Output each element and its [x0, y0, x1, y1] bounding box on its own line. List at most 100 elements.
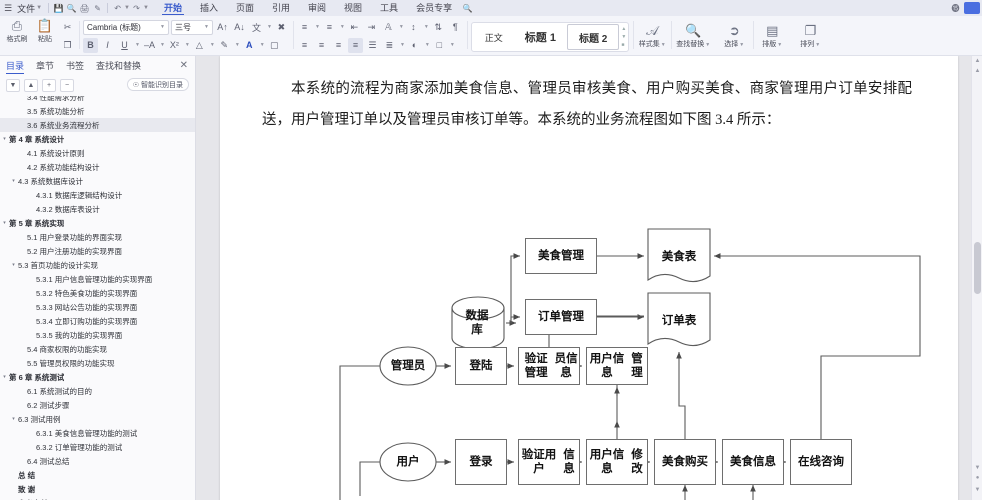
chevron-down-icon[interactable]: ▼: [399, 42, 405, 48]
minimize-icon[interactable]: ⓯: [951, 3, 960, 13]
toc-item[interactable]: 参考文献: [0, 496, 195, 500]
font-family-select[interactable]: Cambria (标题) ▼: [83, 19, 169, 35]
strikethrough-icon[interactable]: –A: [143, 40, 155, 50]
chevron-down-icon[interactable]: ▼: [184, 42, 190, 48]
show-formatting-marks-icon[interactable]: ¶: [452, 22, 458, 32]
toc-item[interactable]: 5.5 管理员权限的功能实现: [0, 356, 195, 370]
toc-item[interactable]: 5.3.4 立即订购功能的实现界面: [0, 314, 195, 328]
chevron-down-icon[interactable]: ▾: [3, 374, 6, 380]
flowchart-node[interactable]: 美食管理: [525, 238, 597, 274]
character-shading-icon[interactable]: ▢: [269, 39, 279, 50]
tab-start[interactable]: 开始: [155, 0, 191, 16]
clear-format-icon[interactable]: ✖: [277, 21, 286, 32]
chevron-down-icon[interactable]: ▾: [3, 220, 6, 226]
toc-item[interactable]: 3.4 性能需求分析: [0, 96, 195, 104]
numbered-list-icon[interactable]: ≡: [326, 22, 333, 32]
sidebar-tab-bookmarks[interactable]: 书签: [66, 61, 85, 71]
toc-item[interactable]: 5.3.5 我的功能的实现界面: [0, 328, 195, 342]
collapse-next-button[interactable]: ▼: [6, 78, 20, 92]
toc-item[interactable]: 致 谢: [0, 482, 195, 496]
cut-icon[interactable]: ✂: [63, 22, 72, 32]
paste-button[interactable]: 📋 粘贴: [32, 19, 58, 44]
toc-item[interactable]: 5.3.3 网站公告功能的实现界面: [0, 300, 195, 314]
arrange-button[interactable]: ❐ 排列▼: [800, 22, 821, 48]
distribute-icon[interactable]: ☰: [368, 39, 377, 50]
previous-page-icon[interactable]: ▲: [974, 58, 981, 64]
toc-item[interactable]: 6.3.2 订单管理功能的测试: [0, 440, 195, 454]
toc-item[interactable]: 5.1 用户登录功能的界面实现: [0, 230, 195, 244]
select-button[interactable]: ➲ 选择▼: [724, 22, 745, 48]
undo-icon[interactable]: ↶: [114, 3, 121, 13]
chevron-down-icon[interactable]: ▼: [449, 42, 455, 48]
typeset-button[interactable]: ▤ 排版▼: [762, 22, 783, 48]
bulleted-list-icon[interactable]: ≡: [301, 22, 308, 32]
toc-item[interactable]: ▾第 5 章 系统实现: [0, 216, 195, 230]
flowchart-node[interactable]: 用户信息管理: [586, 347, 648, 385]
scrollbar-thumb[interactable]: [974, 242, 981, 294]
superscript-icon[interactable]: X²: [169, 40, 179, 50]
redo-icon[interactable]: ↷: [133, 3, 140, 13]
chevron-down-icon[interactable]: ▾: [12, 178, 15, 184]
print-preview-icon[interactable]: 🔍: [66, 3, 77, 13]
flowchart-node[interactable]: 订单管理: [525, 299, 597, 335]
font-size-select[interactable]: 三号 ▼: [171, 19, 213, 35]
shading-icon[interactable]: ◐: [411, 40, 418, 50]
flowchart-node[interactable]: 登录: [455, 439, 507, 485]
chevron-down-icon[interactable]: ▼: [209, 42, 215, 48]
expand-level-button[interactable]: +: [42, 78, 56, 92]
toc-item[interactable]: 4.2 系统功能结构设计: [0, 160, 195, 174]
justify-icon[interactable]: ≡: [347, 37, 363, 53]
next-page-icon[interactable]: ▼: [974, 487, 981, 493]
tab-view[interactable]: 视图: [344, 3, 363, 13]
toc-item[interactable]: ▾6.3 测试用例: [0, 412, 195, 426]
style-heading-1[interactable]: 标题 1: [524, 32, 556, 44]
align-center-icon[interactable]: ≡: [318, 40, 325, 50]
scroll-up-icon[interactable]: ▲: [974, 68, 981, 74]
toc-item[interactable]: 5.2 用户注册功能的实现界面: [0, 244, 195, 258]
align-left-icon[interactable]: ≡: [301, 40, 308, 50]
tab-insert[interactable]: 插入: [199, 3, 218, 13]
chevron-down-icon[interactable]: ▼: [159, 42, 165, 48]
tab-reference[interactable]: 引用: [272, 3, 291, 13]
toc-item[interactable]: 6.1 系统测试的目的: [0, 384, 195, 398]
flowchart-node[interactable]: 验证管理员信息: [518, 347, 580, 385]
asian-layout-icon[interactable]: 𝔸: [385, 21, 392, 32]
sort-icon[interactable]: ⇅: [434, 21, 443, 32]
find-replace-button[interactable]: 🔍 查找替换▼: [676, 22, 711, 48]
tab-review[interactable]: 审阅: [308, 3, 327, 13]
undo-dropdown-icon[interactable]: ▼: [124, 5, 130, 11]
close-icon[interactable]: ✕: [179, 60, 188, 71]
shrink-font-icon[interactable]: A↓: [234, 22, 245, 32]
flowchart-node[interactable]: 登陆: [455, 347, 507, 385]
chevron-down-icon[interactable]: ▼: [314, 24, 320, 30]
toc-item[interactable]: 3.6 系统业务流程分析: [0, 118, 195, 132]
toc-item[interactable]: 5.3.1 用户信息管理功能的实现界面: [0, 272, 195, 286]
flowchart-node[interactable]: 验证用户信息: [518, 439, 580, 485]
toc-item[interactable]: 6.2 测试步骤: [0, 398, 195, 412]
share-button[interactable]: [964, 2, 980, 14]
smart-recognize-toc-button[interactable]: ☉ 智能识别目录: [126, 78, 189, 91]
toc-item[interactable]: 4.1 系统设计原则: [0, 146, 195, 160]
print-icon[interactable]: 🖨: [79, 3, 90, 13]
toc-item[interactable]: 5.4 商家权限的功能实现: [0, 342, 195, 356]
toc-item[interactable]: ▾4.3 系统数据库设计: [0, 174, 195, 188]
format-painter-icon[interactable]: ✎: [94, 3, 101, 13]
chevron-down-icon[interactable]: ▼: [423, 24, 429, 30]
search-icon[interactable]: 🔍: [462, 3, 473, 13]
borders-icon[interactable]: □: [436, 40, 443, 50]
copy-icon[interactable]: ❐: [63, 40, 72, 50]
toc-item[interactable]: 6.3.1 美食信息管理功能的测试: [0, 426, 195, 440]
style-set-button[interactable]: 𝒜 样式集▼: [638, 22, 666, 48]
flowchart-node[interactable]: 美食信息: [722, 439, 784, 485]
chevron-down-icon[interactable]: ▼: [234, 42, 240, 48]
tab-member[interactable]: 会员专享: [416, 3, 453, 13]
tab-page[interactable]: 页面: [235, 3, 254, 13]
chevron-down-icon[interactable]: ▾: [12, 262, 15, 268]
chevron-down-icon[interactable]: ▼: [135, 42, 140, 48]
decrease-indent-icon[interactable]: ⇤: [350, 21, 359, 32]
vertical-scrollbar[interactable]: ▲ ▲ ▼ ● ▼: [971, 56, 982, 500]
save-icon[interactable]: 💾: [53, 3, 64, 13]
sidebar-tab-chapters[interactable]: 章节: [36, 61, 55, 71]
font-color-icon[interactable]: A: [246, 40, 253, 50]
chevron-down-icon[interactable]: ▼: [267, 24, 272, 30]
